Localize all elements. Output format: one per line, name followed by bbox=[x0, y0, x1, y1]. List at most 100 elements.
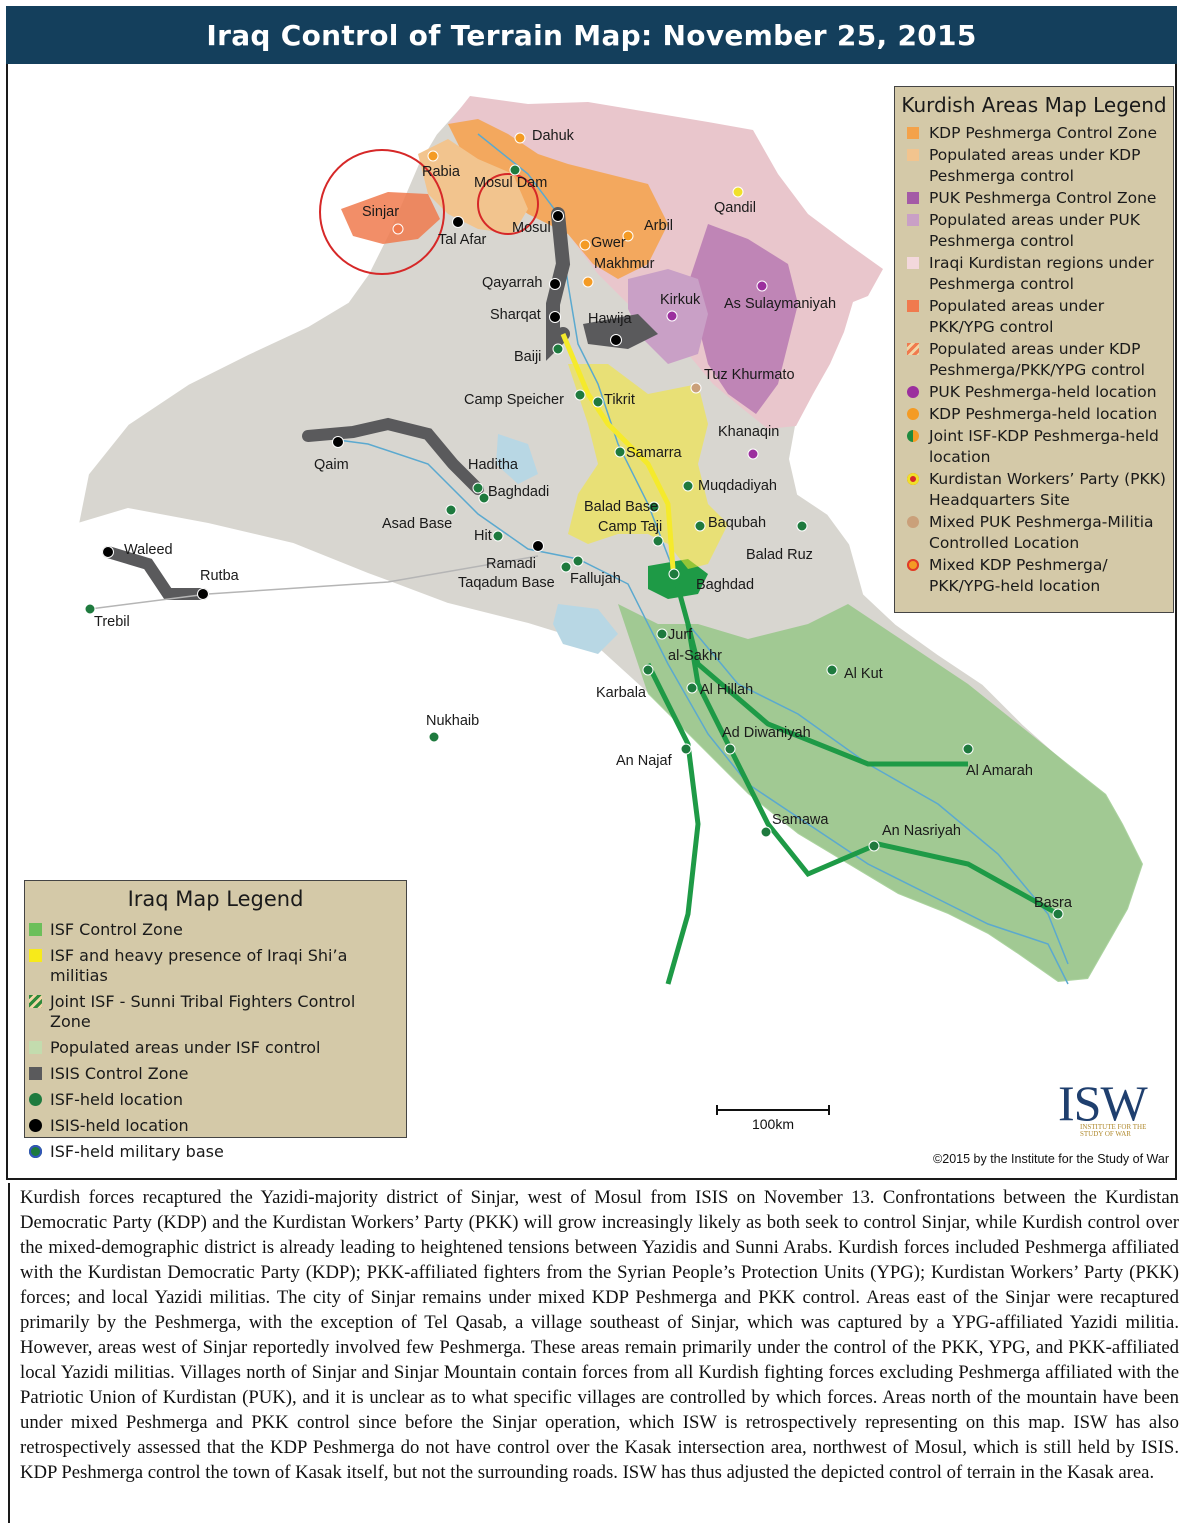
place-label-balad-ruz: Balad Ruz bbox=[746, 547, 813, 563]
road-south-1 bbox=[670, 568, 968, 767]
place-label-haditha: Haditha bbox=[468, 457, 519, 473]
road-south-2 bbox=[685, 623, 1060, 917]
kurdish-legend-item: Mixed PUK Peshmerga-Militia Controlled L… bbox=[895, 512, 1173, 555]
isis-mosul-corridor bbox=[546, 207, 571, 361]
place-label-makhmur: Makhmur bbox=[594, 256, 655, 272]
location-marker-balad-base bbox=[648, 501, 660, 513]
place-label-hawija: Hawija bbox=[588, 311, 632, 327]
isis-hawija-pocket bbox=[583, 314, 658, 349]
location-marker-baiji bbox=[552, 343, 564, 355]
place-label-arbil: Arbil bbox=[644, 218, 673, 234]
sinjar-pkk-area bbox=[341, 192, 440, 244]
location-marker-qayarrah bbox=[549, 278, 561, 290]
road-north bbox=[560, 333, 676, 570]
kurdish-legend-swatch-icon bbox=[907, 386, 919, 398]
kurdish-legend-item: Mixed KDP Peshmerga/ PKK/YPG-held locati… bbox=[895, 555, 1173, 598]
location-marker-baghdad bbox=[668, 568, 680, 580]
location-marker-basra bbox=[1052, 908, 1064, 920]
place-label-tal-afar: Tal Afar bbox=[438, 232, 487, 248]
place-label-kirkuk: Kirkuk bbox=[660, 292, 701, 308]
place-label-khanaqin: Khanaqin bbox=[718, 424, 779, 440]
kurdish-legend-item: Iraqi Kurdistan regions under Peshmerga … bbox=[895, 253, 1173, 296]
kurdish-legend-item: Populated areas under KDP Peshmerga/PKK/… bbox=[895, 339, 1173, 382]
kurdish-legend-label: Mixed PUK Peshmerga-Militia Controlled L… bbox=[929, 513, 1154, 552]
location-marker-jurf bbox=[656, 628, 668, 640]
iraq-legend-item: ISF Control Zone bbox=[25, 917, 406, 943]
iraq-legend-label: ISIS Control Zone bbox=[50, 1064, 189, 1083]
place-label-baqubah: Baqubah bbox=[708, 515, 766, 531]
euphrates-river bbox=[307, 435, 1069, 985]
iraq-legend-swatch-icon bbox=[29, 923, 42, 936]
scale-bar-label: 100km bbox=[751, 1116, 795, 1132]
iraq-legend-swatch-icon bbox=[29, 949, 42, 962]
kurdish-legend-swatch-icon bbox=[907, 192, 919, 204]
location-marker-ad-diwaniyah bbox=[724, 743, 736, 755]
place-label-gwer: Gwer bbox=[591, 235, 626, 251]
kurdish-legend-label: PUK Peshmerga Control Zone bbox=[929, 189, 1157, 207]
location-marker-hit bbox=[492, 530, 504, 542]
location-marker-dahuk bbox=[514, 132, 526, 144]
place-label-muqdadiyah: Muqdadiyah bbox=[698, 478, 777, 494]
location-marker-rutba bbox=[197, 588, 209, 600]
iraq-legend-swatch-icon bbox=[29, 1067, 42, 1080]
location-marker-makhmur bbox=[582, 276, 594, 288]
location-marker-ramadi bbox=[532, 540, 544, 552]
place-label-taqadum-base: Taqadum Base bbox=[458, 575, 555, 591]
location-marker-sharqat bbox=[549, 311, 561, 323]
location-marker-an-najaf bbox=[680, 743, 692, 755]
location-marker-muqdadiyah bbox=[682, 480, 694, 492]
kurdish-legend-label: KDP Peshmerga-held location bbox=[929, 405, 1158, 423]
place-label-qayarrah: Qayarrah bbox=[482, 275, 542, 291]
place-label-tikrit: Tikrit bbox=[604, 392, 635, 408]
kurdish-areas-legend: Kurdish Areas Map Legend KDP Peshmerga C… bbox=[894, 86, 1174, 613]
place-label-karbala: Karbala bbox=[596, 685, 647, 701]
place-label-camp-taji: Camp Taji bbox=[598, 519, 662, 535]
place-label-baghdadi: Baghdadi bbox=[488, 484, 549, 500]
kurdish-legend-swatch-icon bbox=[907, 559, 919, 571]
kurdish-legend-item: Populated areas under KDP Peshmerga cont… bbox=[895, 145, 1173, 188]
scale-bar: 100km bbox=[716, 1104, 830, 1134]
kurdish-legend-swatch-icon bbox=[907, 149, 919, 161]
location-marker-arbil bbox=[622, 230, 634, 242]
place-label-mosul-dam: Mosul Dam bbox=[474, 175, 547, 191]
location-marker-qandil bbox=[732, 186, 744, 198]
place-label-balad-base: Balad Base bbox=[584, 499, 658, 515]
location-marker-tuz-khurmato bbox=[690, 382, 702, 394]
iraq-legend-label: Populated areas under ISF control bbox=[50, 1038, 321, 1057]
iraq-legend-swatch-icon bbox=[29, 995, 42, 1008]
location-marker-camp-taji bbox=[652, 535, 664, 547]
place-label-jurf: Jurf bbox=[668, 627, 693, 643]
kurdish-legend-item: Populated areas under PUK Peshmerga cont… bbox=[895, 210, 1173, 253]
kurdish-legend-label: Mixed KDP Peshmerga/ PKK/YPG-held locati… bbox=[929, 556, 1108, 595]
iraq-legend-item: Joint ISF - Sunni Tribal Fighters Contro… bbox=[25, 989, 406, 1035]
place-label-an-najaf: An Najaf bbox=[616, 753, 673, 769]
location-marker-khanaqin bbox=[747, 448, 759, 460]
iraq-legend-item: ISF and heavy presence of Iraqi Shi’a mi… bbox=[25, 943, 406, 989]
lake-razazza bbox=[553, 604, 618, 654]
location-marker-taqadum-base bbox=[560, 561, 572, 573]
kurdish-legend-item: Kurdistan Workers’ Party (PKK) Headquart… bbox=[895, 469, 1173, 512]
place-label-dahuk: Dahuk bbox=[532, 128, 575, 144]
kdp-zone bbox=[448, 119, 668, 279]
isw-logo: ISW INSTITUTE FOR THE STUDY OF WAR bbox=[1058, 1074, 1168, 1138]
kurdish-legend-label: Iraqi Kurdistan regions under Peshmerga … bbox=[929, 254, 1154, 293]
kurdish-legend-item: KDP Peshmerga Control Zone bbox=[895, 123, 1173, 145]
iraq-legend-title: Iraq Map Legend bbox=[127, 887, 304, 911]
copyright-notice: ©2015 by the Institute for the Study of … bbox=[933, 1152, 1169, 1166]
road-trebil-ramadi bbox=[89, 555, 539, 610]
location-marker-fallujah bbox=[572, 555, 584, 567]
iraq-legend-swatch-icon bbox=[29, 1145, 42, 1158]
place-label-al-amarah: Al Amarah bbox=[966, 763, 1033, 779]
kurdish-legend-swatch-icon bbox=[907, 430, 919, 442]
iraq-map bbox=[76, 94, 1145, 985]
iraq-legend-swatch-icon bbox=[29, 1093, 42, 1106]
scale-bar-line bbox=[716, 1109, 830, 1111]
kurdish-legend-label: Populated areas under KDP Peshmerga cont… bbox=[929, 146, 1141, 185]
kurdish-legend-label: Populated areas under KDP Peshmerga/PKK/… bbox=[929, 340, 1145, 379]
place-label-qandil: Qandil bbox=[714, 200, 756, 216]
place-label-basra: Basra bbox=[1034, 895, 1073, 911]
place-label-tuz-khurmato: Tuz Khurmato bbox=[704, 367, 795, 383]
isw-logo-text: ISW bbox=[1058, 1075, 1148, 1131]
